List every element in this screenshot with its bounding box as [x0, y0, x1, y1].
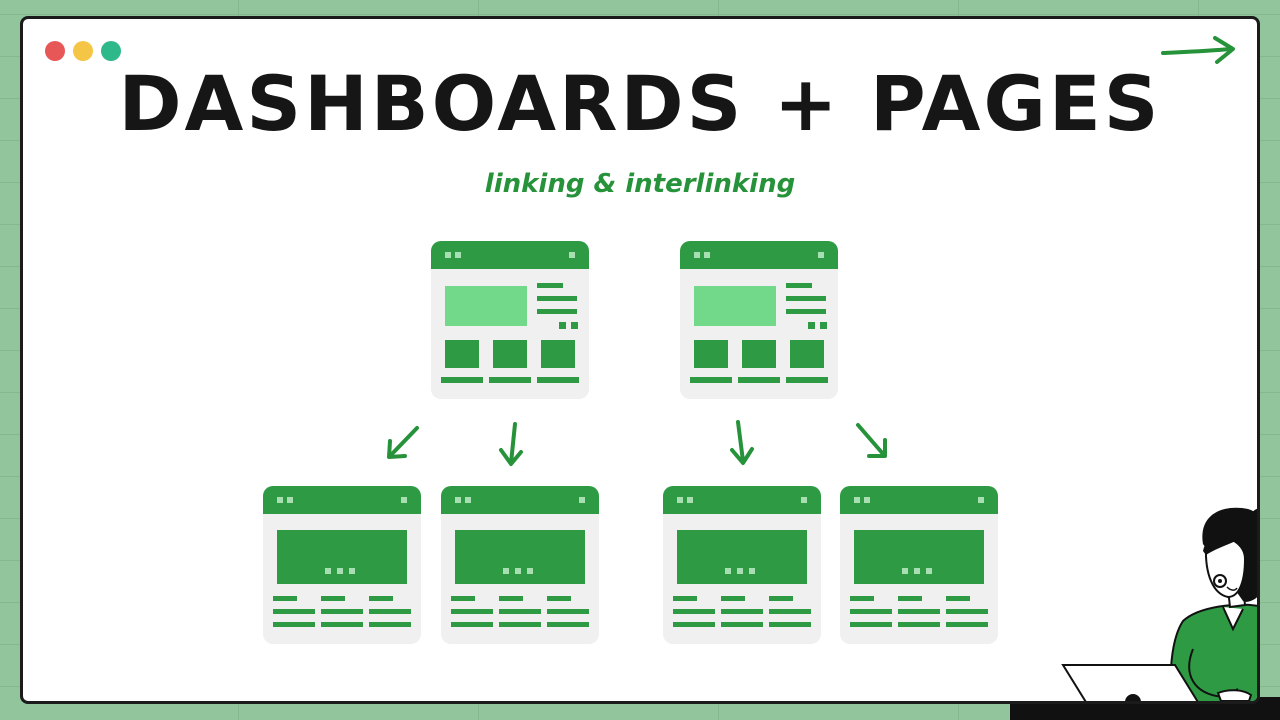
hero-panel	[277, 530, 407, 584]
arrow-down-left-icon	[387, 426, 419, 459]
person-with-laptop-illustration	[1061, 507, 1257, 701]
minimize-dot-icon	[73, 41, 93, 61]
window-titlebar	[663, 486, 821, 514]
slide-card: DASHBOARDS + PAGES linking & interlinkin…	[20, 16, 1260, 704]
window-titlebar	[263, 486, 421, 514]
page-window-3	[663, 486, 821, 644]
hero-panel	[694, 286, 776, 326]
window-titlebar	[441, 486, 599, 514]
arrow-down-icon	[730, 420, 754, 465]
window-titlebar	[840, 486, 998, 514]
window-titlebar	[431, 241, 589, 269]
maximize-dot-icon	[101, 41, 121, 61]
hero-panel	[854, 530, 984, 584]
page-window-2	[441, 486, 599, 644]
arrow-down-icon	[499, 422, 523, 466]
page-window-4	[840, 486, 998, 644]
hero-panel	[455, 530, 585, 584]
arrow-right-icon	[1161, 36, 1235, 64]
page-title: DASHBOARDS + PAGES	[118, 59, 1162, 148]
close-dot-icon	[45, 41, 65, 61]
hero-panel	[677, 530, 807, 584]
dashboard-window-right	[680, 241, 838, 399]
page-window-1	[263, 486, 421, 644]
window-controls	[45, 41, 121, 61]
hero-panel	[445, 286, 527, 326]
dashboard-window-left	[431, 241, 589, 399]
arrow-down-right-icon	[856, 423, 887, 458]
page-subtitle: linking & interlinking	[484, 169, 796, 199]
window-titlebar	[680, 241, 838, 269]
